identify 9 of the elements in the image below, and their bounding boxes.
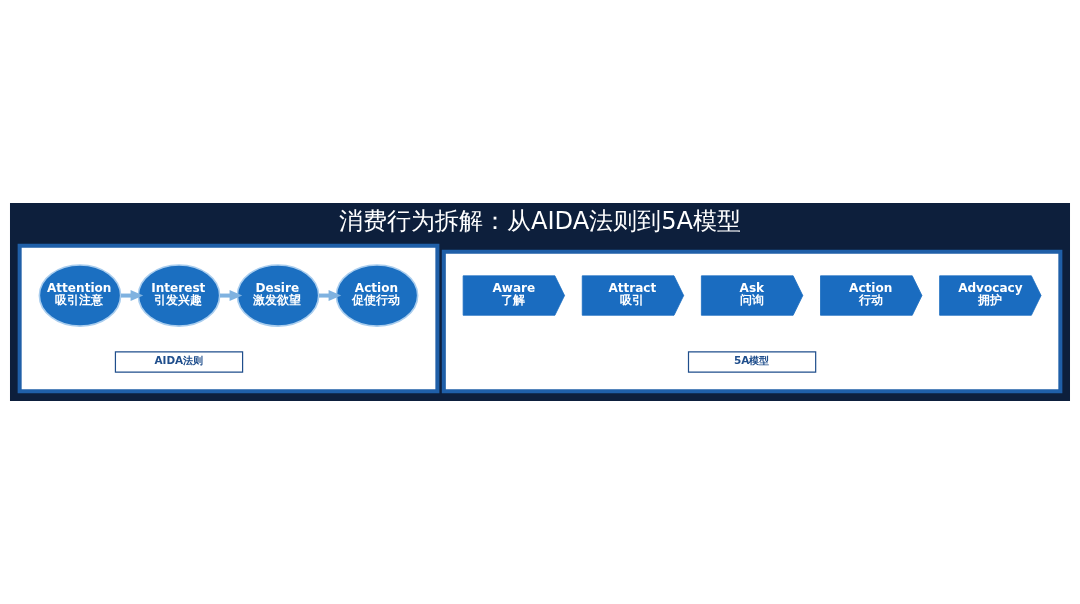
node-box: 5A模型	[687, 351, 817, 373]
diagram-title: 消费行为拆解：从AIDA法则到5A模型	[338, 206, 742, 235]
node-box: AIDA法则	[114, 351, 244, 373]
cluster	[17, 243, 440, 394]
cluster	[441, 249, 1063, 394]
node-ellipse: Action 促使行动	[335, 264, 419, 327]
node-ellipse: Desire 激发欲望	[236, 264, 320, 327]
node-ellipse: Attention 吸引注意	[38, 264, 122, 327]
node-ellipse: Interest 引发兴趣	[137, 264, 221, 327]
